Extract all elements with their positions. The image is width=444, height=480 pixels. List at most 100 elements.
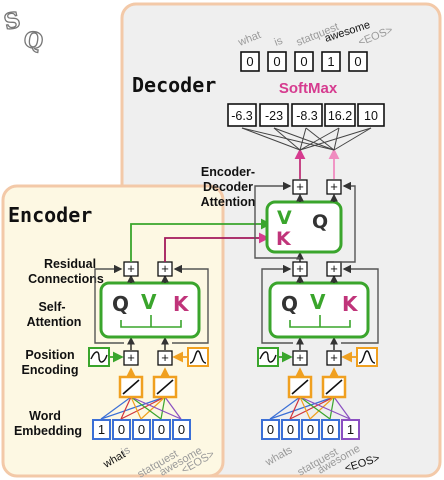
decoder-position-bell-icon [356, 347, 378, 367]
svg-text:+: + [296, 179, 304, 194]
score-cell [291, 103, 323, 127]
encoder-residual-add-node: + [157, 261, 173, 277]
vector-cell [132, 419, 151, 440]
svg-text:0: 0 [246, 54, 253, 69]
decoder-embedding-node [321, 375, 347, 399]
vector-cell [92, 419, 111, 440]
svg-text:+: + [161, 350, 169, 365]
encoder-embedding-node [118, 375, 144, 399]
svg-text:1: 1 [98, 422, 105, 437]
svg-text:+: + [330, 261, 338, 276]
svg-text:0: 0 [300, 54, 307, 69]
decoder-output-vector: 0 0 0 1 0 [240, 51, 368, 72]
encoder-residual-arrow [172, 264, 209, 344]
encoder-position-bell-icon [187, 347, 209, 367]
softmax-label: SoftMax [279, 80, 338, 97]
svg-text:1: 1 [327, 54, 334, 69]
encoder-position-add-node: + [157, 350, 173, 366]
encoder-to-decoder-values [130, 218, 272, 262]
svg-text:K: K [276, 228, 292, 250]
decoder-position-sine-icon [257, 347, 279, 367]
encoder-residual-add-node: + [123, 261, 139, 277]
svg-text:+: + [127, 350, 135, 365]
encoder-embedding-node [152, 375, 178, 399]
svg-text:+: + [161, 261, 169, 276]
output-cell [294, 51, 314, 72]
vector-cell [281, 419, 300, 440]
svg-text:-23: -23 [265, 109, 283, 123]
svg-text:0: 0 [267, 422, 274, 437]
svg-text:S: S [2, 7, 23, 36]
cross-attention-add-node: + [292, 179, 308, 195]
svg-text:Q: Q [281, 292, 298, 316]
vector-cell [152, 419, 171, 440]
score-cell [324, 103, 356, 127]
decoder-output-connections [241, 127, 372, 151]
vector-cell [172, 419, 191, 440]
svg-text:+: + [330, 350, 338, 365]
self-attention-label: Self-Attention [27, 300, 82, 329]
decoder-self-attention-block: Q V K [268, 281, 370, 339]
svg-text:Q: Q [312, 211, 328, 233]
svg-text:0: 0 [118, 422, 125, 437]
decoder-position-add-node: + [326, 350, 342, 366]
svg-text:+: + [127, 261, 135, 276]
decoder-title: Decoder [132, 73, 216, 97]
encoder-position-sine-icon [88, 347, 110, 367]
svg-text:16.2: 16.2 [328, 109, 352, 123]
svg-text:+: + [296, 261, 304, 276]
svg-text:1: 1 [347, 422, 354, 437]
decoder-residual-add-node: + [292, 261, 308, 277]
svg-text:Q: Q [22, 27, 45, 55]
svg-text:K: K [342, 292, 359, 316]
svg-text:0: 0 [138, 422, 145, 437]
svg-text:K: K [173, 292, 190, 316]
svg-text:-8.3: -8.3 [296, 109, 318, 123]
svg-text:0: 0 [158, 422, 165, 437]
svg-text:0: 0 [327, 422, 334, 437]
svg-text:+: + [296, 350, 304, 365]
vector-cell [301, 419, 320, 440]
encoder-to-decoder-keys [164, 232, 270, 262]
svg-text:0: 0 [273, 54, 280, 69]
encoder-title: Encoder [8, 203, 92, 227]
encoder-residual-arrow [94, 264, 124, 344]
output-cell [240, 51, 260, 72]
svg-text:10: 10 [364, 109, 378, 123]
cross-attention-add-node: + [326, 179, 342, 195]
decoder-scores: -6.3 -23 -8.3 16.2 10 [227, 103, 385, 127]
decoder-residual-add-node: + [326, 261, 342, 277]
output-cell [321, 51, 341, 72]
encoder-self-attention-block: Q V K [99, 281, 201, 339]
vector-cell [261, 419, 280, 440]
decoder-embedding-node [287, 375, 313, 399]
score-cell [357, 103, 385, 127]
decoder-input-vector: 0 0 0 0 1 [261, 419, 360, 440]
svg-text:V: V [277, 207, 292, 229]
svg-text:V: V [141, 290, 157, 314]
vector-cell [112, 419, 131, 440]
vector-cell [321, 419, 340, 440]
svg-text:0: 0 [287, 422, 294, 437]
cross-attention-residual-arrow [334, 181, 356, 263]
output-cell [348, 51, 368, 72]
vector-cell [341, 419, 360, 440]
svg-text:Q: Q [112, 292, 129, 316]
encoder-embedding-connections [100, 396, 182, 420]
svg-text:V: V [310, 290, 326, 314]
cross-attention-residual-arrow [254, 181, 300, 259]
svg-text:0: 0 [307, 422, 314, 437]
decoder-residual-arrow [261, 264, 293, 344]
statquest-logo: S Q [1, 6, 45, 55]
score-cell [227, 103, 257, 127]
encoder-input-vector: 1 0 0 0 0 [92, 419, 191, 440]
decoder-embedding-connections [269, 396, 351, 420]
svg-text:0: 0 [354, 54, 361, 69]
svg-text:0: 0 [178, 422, 185, 437]
